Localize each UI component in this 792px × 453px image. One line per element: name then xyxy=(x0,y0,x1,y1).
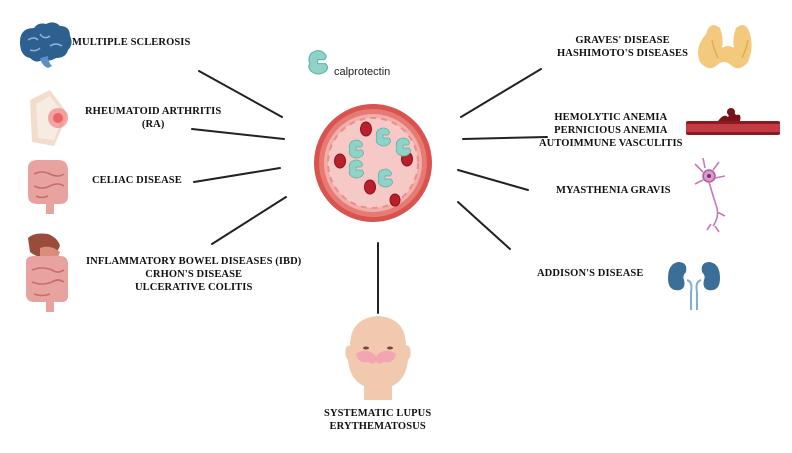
label-celiac-disease: CELIAC DISEASE xyxy=(92,174,182,187)
label-line: (RA) xyxy=(141,119,165,130)
label-systematic-lupus: SYSTEMATIC LUPUS ERYTHEMATOSUS xyxy=(324,407,431,433)
label-line: CELIAC DISEASE xyxy=(92,175,182,186)
connector-addison xyxy=(457,201,511,250)
digestive-system-icon xyxy=(26,233,68,312)
label-line: ERYTHEMATOSUS xyxy=(329,421,426,432)
label-myasthenia-gravis: MYASTHENIA GRAVIS xyxy=(556,184,671,197)
connector-thyroid xyxy=(460,68,542,118)
label-line: INFLAMMATORY BOWEL DISEASES (IBD) xyxy=(86,256,302,267)
knee-joint-icon xyxy=(30,90,68,146)
connector-ra xyxy=(191,128,285,140)
kidneys-icon xyxy=(668,262,720,310)
label-line: ULCERATIVE COLITIS xyxy=(134,282,253,293)
label-addisons-disease: ADDISON'S DISEASE xyxy=(537,267,643,280)
label-hemolytic-pernicious-vasculitis: HEMOLYTIC ANEMIA PERNICIOUS ANEMIA AUTOI… xyxy=(539,111,683,150)
connector-blood xyxy=(462,136,548,140)
head-butterfly-rash-icon xyxy=(345,316,411,400)
calprotectin-legend-icon xyxy=(308,49,329,75)
blood-vessel-clot-icon xyxy=(686,108,780,135)
label-line: HASHIMOTO'S DISEASES xyxy=(557,48,689,59)
neuron-icon xyxy=(694,157,726,233)
thyroid-icon xyxy=(698,25,752,69)
label-line: HEMOLYTIC ANEMIA xyxy=(554,112,668,123)
label-line: PERNICIOUS ANEMIA xyxy=(554,125,668,136)
label-rheumatoid-arthritis: RHEUMATOID ARTHRITIS (RA) xyxy=(85,105,221,131)
connector-ms xyxy=(198,70,283,118)
label-line: CRHON'S DISEASE xyxy=(145,269,243,280)
label-line: GRAVES' DISEASE xyxy=(575,35,670,46)
label-line: ADDISON'S DISEASE xyxy=(537,268,644,279)
connector-celiac xyxy=(193,167,281,183)
label-graves-hashimoto: GRAVES' DISEASE HASHIMOTO'S DISEASES xyxy=(557,34,688,60)
label-line: MULTIPLE SCLEROSIS xyxy=(72,37,191,48)
brain-icon xyxy=(20,22,72,68)
intestine-icon xyxy=(28,160,68,214)
label-line: AUTOIMMUNE VASCULITIS xyxy=(539,138,683,149)
calprotectin-legend-label: calprotectin xyxy=(334,66,391,78)
label-inflammatory-bowel-diseases: INFLAMMATORY BOWEL DISEASES (IBD) CRHON'… xyxy=(86,255,301,294)
vessel-cross-section xyxy=(314,104,432,222)
connector-mg xyxy=(457,169,529,191)
connector-ibd xyxy=(211,196,287,245)
label-line: RHEUMATOID ARTHRITIS xyxy=(85,106,222,117)
label-line: SYSTEMATIC LUPUS xyxy=(324,408,432,419)
connector-lines xyxy=(191,68,548,314)
label-multiple-sclerosis: MULTIPLE SCLEROSIS xyxy=(72,36,190,49)
label-line: MYASTHENIA GRAVIS xyxy=(556,185,671,196)
